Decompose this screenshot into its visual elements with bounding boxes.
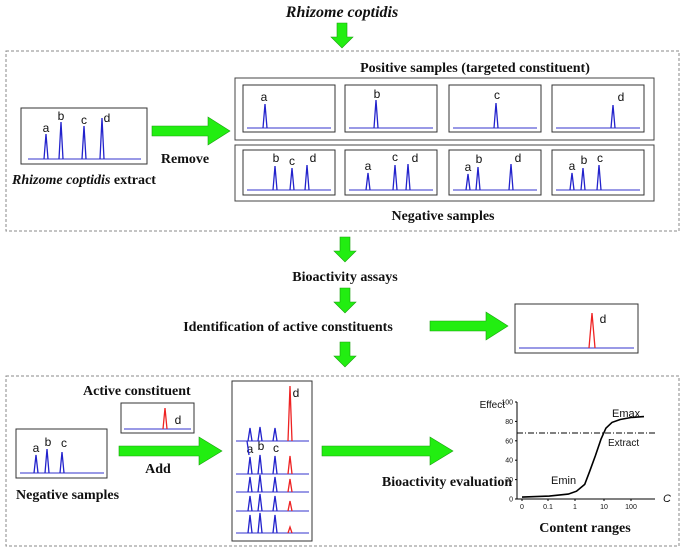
remove-label: Remove [161, 152, 209, 167]
y-tick-label: 80 [505, 419, 513, 426]
peak-label-a: a [365, 159, 372, 173]
arrow-down-3 [333, 287, 357, 314]
rhizome-title: Rhizome coptidis [285, 4, 398, 21]
stacked-chromatograms: a b c d [231, 380, 313, 542]
arrow-right-identify [429, 311, 509, 341]
peak-label-c: c [597, 151, 603, 165]
dose-response-chart: 0 20 40 60 80 100 0 0.1 1 10 100 Effect C Emax Em… [480, 400, 671, 512]
peak-label-c: c [392, 150, 398, 164]
peak-label-c: c [273, 441, 279, 455]
peak-label-d: d [618, 90, 625, 104]
x-axis-label: C [663, 493, 671, 505]
arrow-down-2 [333, 236, 357, 263]
peak-label-c: c [289, 154, 295, 168]
bioactivity-assays-label: Bioactivity assays [292, 270, 398, 285]
y-axis-label: Effect [480, 400, 506, 411]
bioactivity-evaluation-label: Bioactivity evaluation [382, 475, 512, 490]
x-tick-label: 100 [625, 504, 637, 511]
peak-label-d: d [293, 386, 300, 400]
peak-label-b: b [58, 109, 65, 123]
y-tick-label: 20 [505, 477, 513, 484]
bottom-section-box [5, 375, 680, 547]
positive-samples-label: Positive samples (targeted constituent) [360, 61, 590, 76]
identified-constituent-chromatogram: d [514, 303, 639, 354]
arrow-remove [151, 116, 231, 146]
peak-label-b: b [476, 152, 483, 166]
negative-sample-abc: a b c [551, 149, 645, 196]
y-tick-label: 60 [505, 438, 513, 445]
peak-label-d: d [310, 151, 317, 165]
y-tick-label: 0 [509, 497, 513, 504]
x-tick-label: 10 [600, 504, 608, 511]
dose-response-curve [521, 415, 645, 498]
peak-label-d: d [175, 413, 182, 427]
extract-annotation: Extract [608, 438, 639, 449]
negative-sample-bcd: b c d [242, 149, 336, 196]
positive-sample-c: c [448, 84, 542, 133]
emin-annotation: Emin [551, 475, 576, 487]
add-label: Add [145, 462, 171, 477]
negative-samples-label-bottom: Negative samples [16, 488, 120, 503]
peak-label-b: b [581, 153, 588, 167]
emax-annotation: Emax [612, 408, 641, 420]
positive-sample-d: d [551, 84, 645, 133]
arrow-evaluation [321, 436, 454, 466]
y-tick-label: 100 [501, 400, 513, 407]
peak-label-c: c [61, 436, 67, 450]
positive-sample-a: a [242, 84, 336, 133]
peak-label-a: a [247, 442, 254, 456]
extract-chromatogram: a b c d [20, 107, 148, 165]
negative-sample-acd: a c d [344, 149, 438, 196]
x-tick-label: 1 [573, 504, 577, 511]
arrow-add [118, 436, 223, 466]
content-ranges-label: Content ranges [539, 521, 631, 536]
negative-sample-abd: a b d [448, 149, 542, 196]
peak-label-d: d [104, 111, 111, 125]
peak-label-a: a [43, 121, 50, 135]
y-tick-label: 40 [505, 458, 513, 465]
peak-label-b: b [273, 151, 280, 165]
peak-label-c: c [494, 88, 500, 102]
peak-label-b: b [374, 87, 381, 101]
extract-label: Rhizome coptidis extract [11, 173, 156, 188]
negative-samples-label-top: Negative samples [391, 209, 495, 224]
peak-label-c: c [81, 113, 87, 127]
x-tick-label: 0 [520, 504, 524, 511]
arrow-down-1 [330, 22, 354, 49]
x-tick-label: 0.1 [543, 504, 553, 511]
peak-label-a: a [569, 159, 576, 173]
top-section-box [5, 50, 680, 232]
peak-label-b: b [258, 439, 265, 453]
identification-label: Identification of active constituents [183, 320, 393, 335]
peak-label-d: d [412, 151, 419, 165]
negative-sample-abc-bottom: a b c [15, 428, 108, 479]
peak-label-a: a [261, 90, 268, 104]
peak-label-b: b [45, 435, 52, 449]
peak-label-d: d [515, 151, 522, 165]
active-constituent-label: Active constituent [83, 384, 191, 399]
active-constituent-chromatogram: d [120, 402, 195, 434]
peak-label-a: a [465, 160, 472, 174]
positive-sample-b: b [344, 84, 438, 133]
peak-label-d: d [600, 312, 607, 326]
arrow-down-4 [333, 341, 357, 368]
peak-label-a: a [33, 441, 40, 455]
